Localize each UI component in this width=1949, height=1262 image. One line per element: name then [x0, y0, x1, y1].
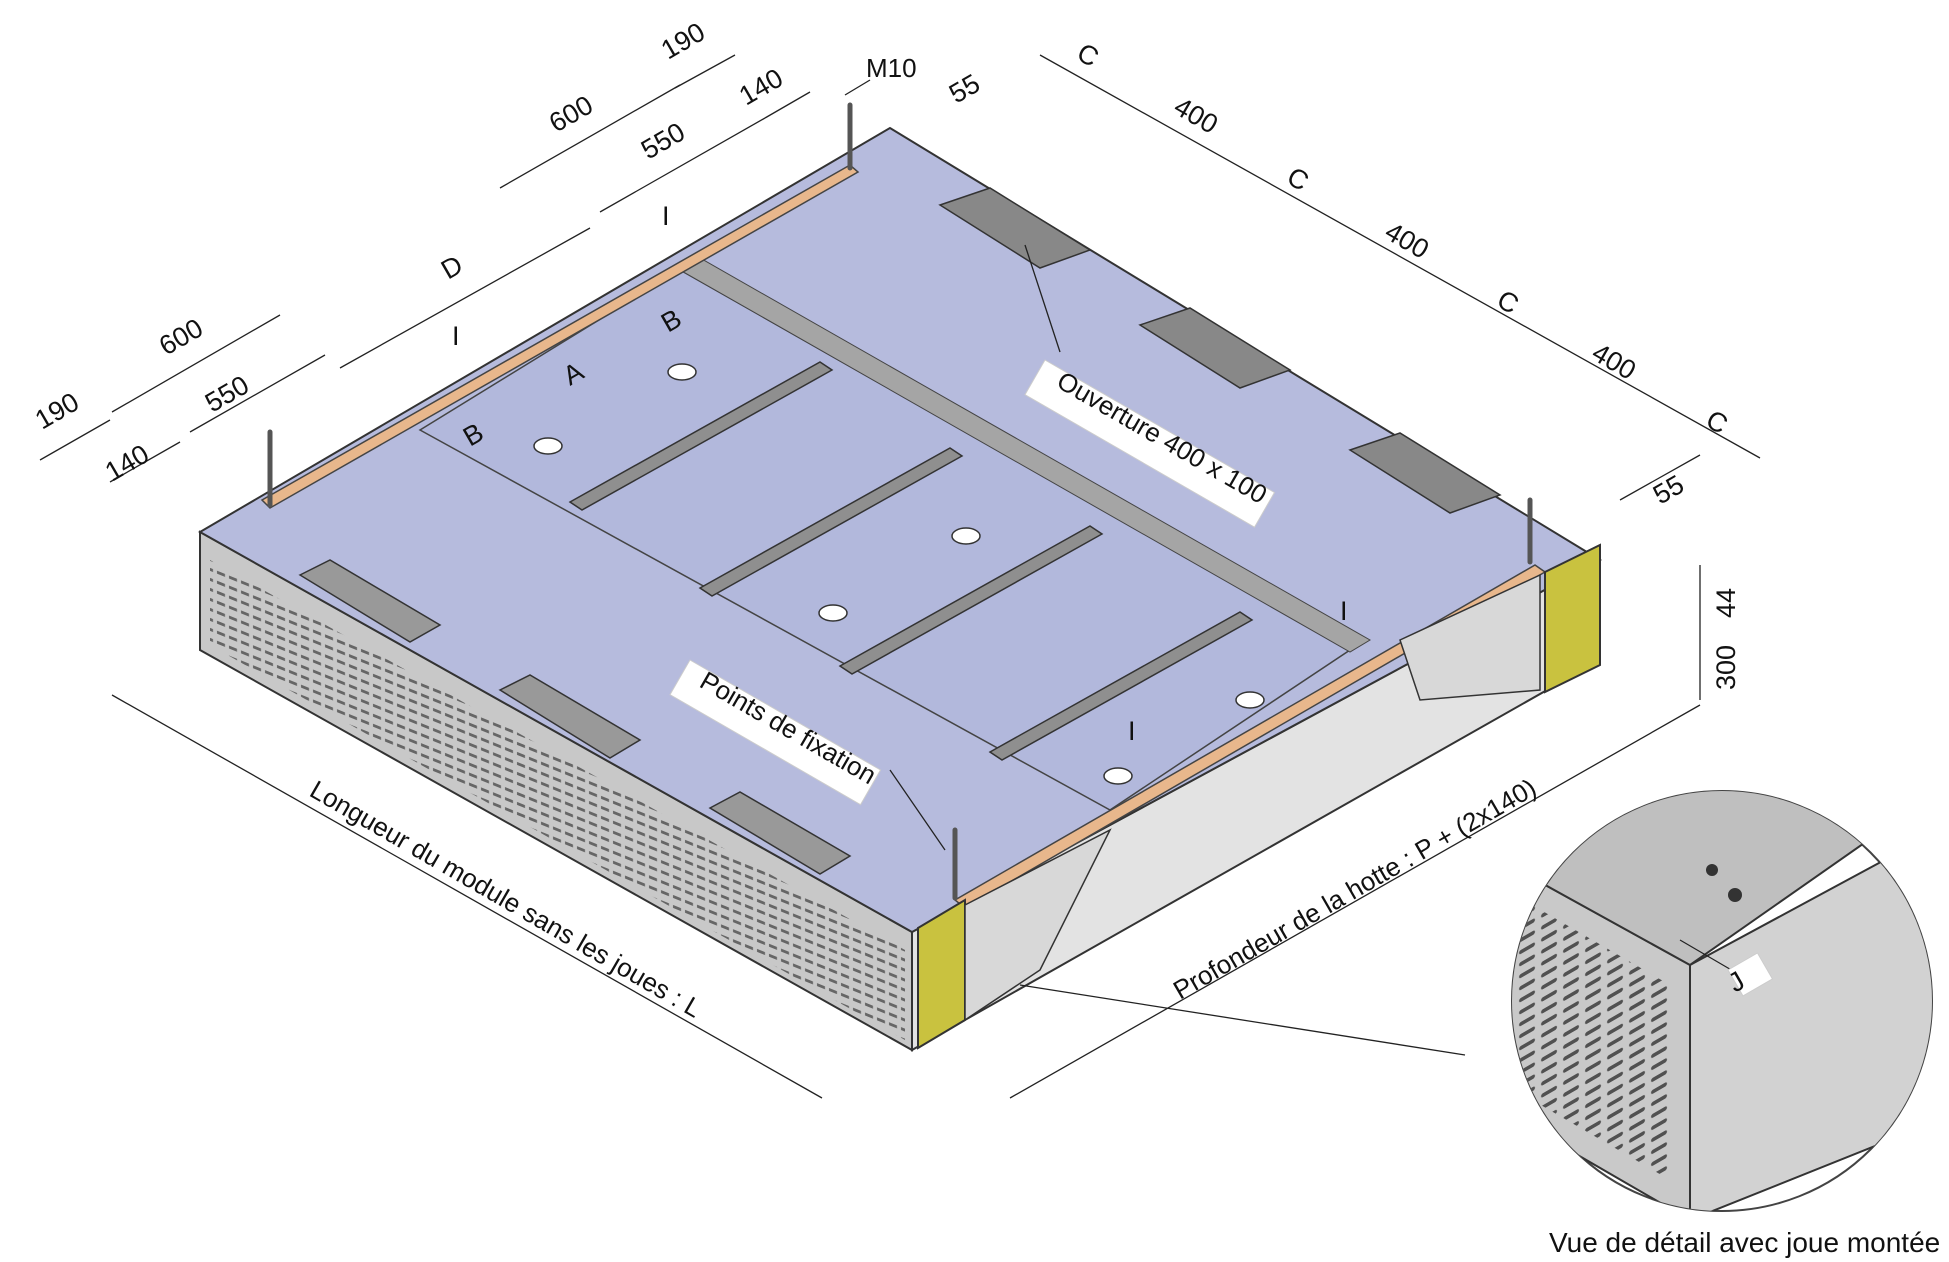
fixing-hole: [1103, 767, 1133, 785]
fixing-hole: [533, 437, 563, 455]
fixing-hole: [951, 527, 981, 545]
dim-600-left: 600: [154, 313, 208, 362]
mark-i: I: [1128, 716, 1136, 746]
dim-44: 44: [1711, 588, 1741, 618]
detail-perforation: [1515, 895, 1670, 1180]
fixing-hole: [818, 604, 848, 622]
end-brackets: [917, 543, 1601, 1050]
dim-d: D: [436, 249, 468, 285]
detail-caption: Vue de détail avec joue montée: [1549, 1227, 1940, 1258]
support-frame: [964, 828, 1112, 1022]
mark-i: I: [1340, 596, 1348, 626]
top-openings: [938, 187, 1502, 514]
opening-slot: [1138, 307, 1292, 389]
detail-hole: [1706, 864, 1718, 876]
fixing-hole: [1235, 691, 1265, 709]
hood-body: [197, 102, 1603, 1052]
dim-190-top: 190: [656, 17, 710, 66]
fixing-hole: [667, 363, 697, 381]
dim-140-top: 140: [734, 63, 788, 112]
dim-m10: M10: [866, 53, 917, 83]
dim-c-2: C: [1282, 161, 1314, 197]
mark-i: I: [662, 201, 670, 231]
dim-c-1: C: [1072, 37, 1104, 73]
threaded-rods: [267, 102, 1533, 901]
dim-300: 300: [1711, 645, 1741, 690]
dim-190-left: 190: [30, 387, 84, 436]
dim-550-top: 550: [636, 117, 690, 166]
detail-view: J: [1511, 790, 1933, 1212]
detail-cheek-panel: [1689, 828, 1932, 1211]
front-slot: [498, 674, 642, 759]
front-perforation: [210, 560, 905, 1040]
mark-i: I: [452, 321, 460, 351]
dim-550-left: 550: [200, 370, 254, 419]
opening-slot: [1348, 432, 1502, 514]
dim-c-3: C: [1492, 284, 1524, 320]
dim-c-4: C: [1701, 404, 1733, 440]
dimension-lines: [39, 54, 1761, 1099]
front-slot: [708, 791, 852, 875]
front-slots: [298, 559, 852, 875]
dim-55-right: 55: [1648, 469, 1689, 510]
dim-600-top: 600: [544, 90, 598, 139]
fixing-holes: [533, 363, 1265, 785]
cross-rails: [568, 361, 1254, 761]
dim-140-left: 140: [100, 439, 154, 488]
end-bracket: [1544, 543, 1601, 694]
opening-slot: [938, 187, 1092, 269]
detail-hole: [1728, 888, 1742, 902]
dim-400-2: 400: [1380, 216, 1434, 265]
dim-55-top: 55: [944, 68, 985, 109]
support-frame: [1399, 573, 1541, 701]
dim-400-3: 400: [1587, 337, 1641, 386]
front-slot: [298, 559, 442, 643]
front-wood-rail: [260, 164, 860, 509]
